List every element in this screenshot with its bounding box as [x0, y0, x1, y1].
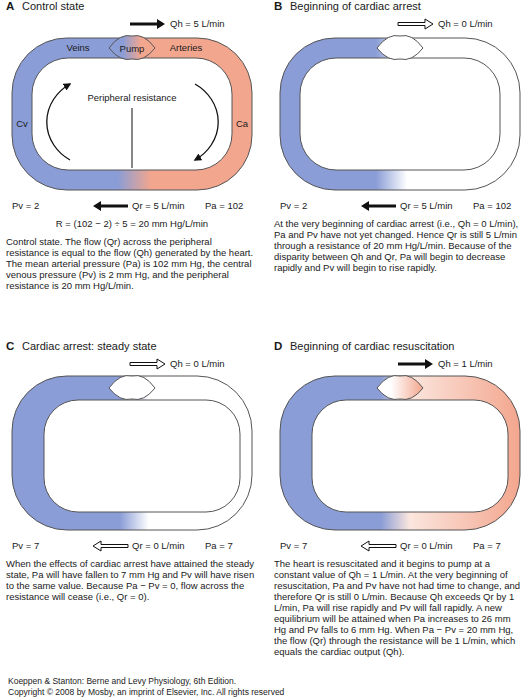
- panel-region: D Beginning of cardiac resuscitationThe h…: [268, 340, 531, 673]
- compliance-label: Ca: [236, 118, 248, 129]
- panel-letter: A: [6, 0, 14, 12]
- pressure-label: Pv = 7: [12, 540, 39, 551]
- flow-label: Qr = 0 L/min: [400, 540, 453, 551]
- pressure-label: Pv = 2: [280, 200, 307, 211]
- panel-caption: When the effects of cardiac arrest have …: [6, 558, 257, 602]
- part-label: Pump: [120, 43, 145, 54]
- pressure-label: Pa = 7: [473, 540, 501, 551]
- panel-letter: D: [274, 340, 282, 352]
- panel-d-loop: [280, 359, 520, 551]
- formula: R = (102 − 2) ÷ 5 = 20 mm Hg/L/min: [56, 218, 208, 229]
- copyright-note: Copyright © 2008 by Mosby, an imprint of…: [8, 687, 284, 697]
- panel-title: Control state: [22, 0, 84, 12]
- flow-label: Qr = 5 L/min: [400, 200, 453, 211]
- pressure-label: Pa = 7: [205, 540, 233, 551]
- part-label: Peripheral resistance: [87, 92, 176, 103]
- pressure-label: Pa = 102: [473, 200, 511, 211]
- flow-label: Qh = 0 L/min: [438, 18, 493, 29]
- part-label: Veins: [66, 42, 89, 53]
- flow-label: Qh = 1 L/min: [438, 358, 493, 369]
- panel-caption: Control state. The flow (Qr) across the …: [6, 236, 257, 291]
- copyright-note: Koeppen & Stanton: Berne and Levy Physio…: [8, 676, 236, 686]
- pressure-label: Pa = 102: [205, 200, 243, 211]
- compliance-label: Cv: [16, 118, 28, 129]
- flow-label: Qr = 0 L/min: [132, 540, 185, 551]
- part-label: Arteries: [170, 42, 203, 53]
- panel-letter: C: [6, 340, 14, 352]
- pressure-label: Pv = 7: [280, 540, 307, 551]
- panel-letter: B: [274, 0, 282, 12]
- panel-title: Cardiac arrest: steady state: [22, 340, 157, 352]
- panel-caption: The heart is resuscitated and it begins …: [274, 558, 525, 657]
- flow-label: Qh = 0 L/min: [170, 358, 225, 369]
- panel-region: C Cardiac arrest: steady stateWhen the ef…: [0, 340, 263, 673]
- panel-b-loop: [280, 19, 520, 211]
- pressure-label: Pv = 2: [12, 200, 39, 211]
- panel-title: Beginning of cardiac arrest: [290, 0, 421, 12]
- panel-a-loop: [12, 19, 252, 211]
- flow-label: Qr = 5 L/min: [132, 200, 185, 211]
- flow-label: Qh = 5 L/min: [170, 18, 225, 29]
- panel-caption: At the very beginning of cardiac arrest …: [274, 218, 525, 273]
- panel-region: B Beginning of cardiac arrest At the very …: [268, 0, 531, 333]
- panel-title: Beginning of cardiac resuscitation: [290, 340, 454, 352]
- panel-c-loop: [12, 359, 252, 551]
